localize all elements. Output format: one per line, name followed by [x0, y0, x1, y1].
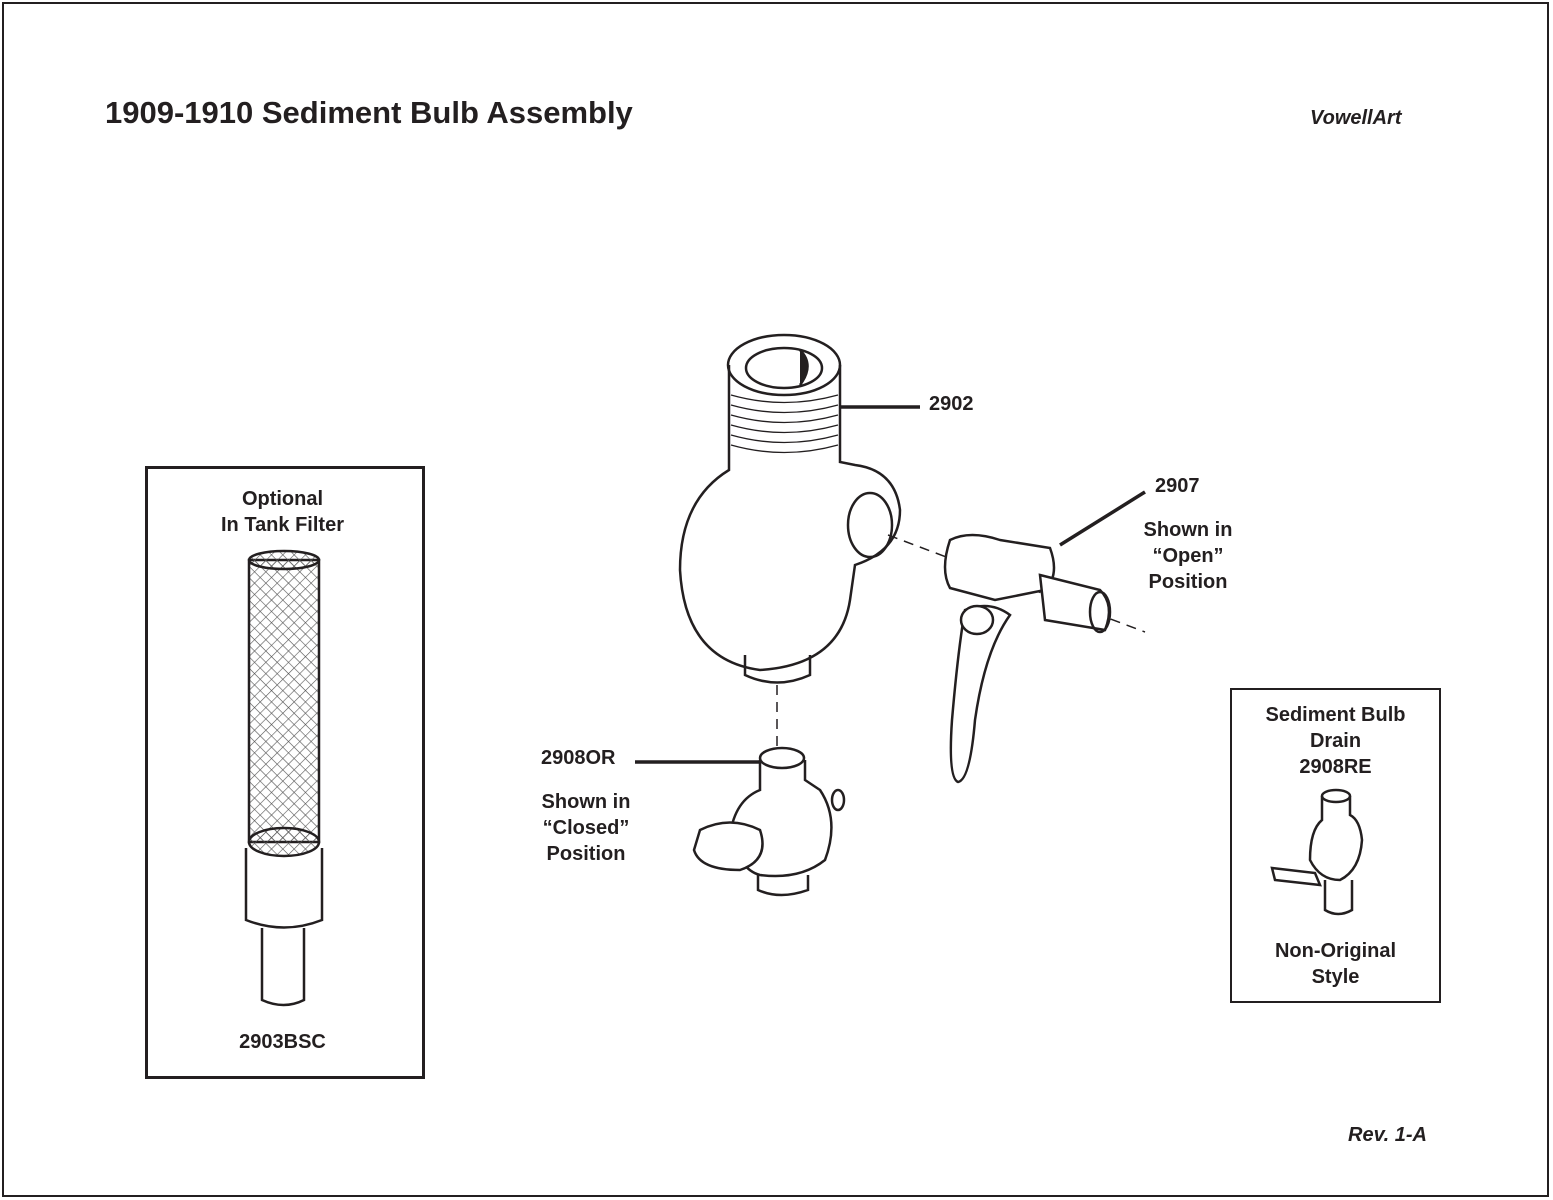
revision-label: Rev. 1-A [1348, 1124, 1427, 1146]
filter-part-number: 2903BSC [239, 1031, 326, 1053]
petcock-note-line-1: Shown in [1143, 519, 1233, 541]
drain-note-line-1: Shown in [541, 791, 631, 813]
alt-drain-note: Non-Original Style [1232, 938, 1439, 990]
petcock-part-number: 2907 [1155, 475, 1200, 497]
alt-drain-heading-line-2: Drain [1309, 730, 1362, 752]
alt-drain-note-line-2: Style [1311, 966, 1360, 988]
petcock-note: Shown in “Open” Position [1120, 517, 1256, 595]
alt-drain-note-line-1: Non-Original [1274, 940, 1397, 962]
filter-heading-line-2: In Tank Filter [221, 514, 344, 536]
drain-valve-closed-illustration [635, 746, 846, 897]
drain-note: Shown in “Closed” Position [518, 789, 654, 867]
petcock-illustration [943, 490, 1146, 784]
drain-part-number: 2908OR [541, 747, 616, 769]
bulb-part-number: 2902 [929, 393, 974, 415]
petcock-note-line-3: Position [1148, 571, 1228, 593]
filter-heading: Optional In Tank Filter [195, 486, 370, 538]
drain-note-line-2: “Closed” [542, 817, 630, 839]
alt-drain-part-number: 2908RE [1299, 756, 1372, 778]
in-tank-filter-illustration [244, 549, 324, 1007]
sediment-bulb-illustration [678, 333, 1146, 748]
alt-drain-callout-box [1230, 688, 1441, 1003]
alt-drain-valve-illustration [1270, 788, 1364, 916]
filter-heading-line-1: Optional [241, 488, 324, 510]
filter-callout-box [145, 466, 425, 1079]
alt-drain-heading: Sediment Bulb Drain 2908RE [1232, 702, 1439, 780]
brand-label: VowellArt [1310, 107, 1402, 129]
diagram-title: 1909-1910 Sediment Bulb Assembly [105, 95, 633, 130]
petcock-note-line-2: “Open” [1152, 545, 1224, 567]
drain-note-line-3: Position [546, 843, 626, 865]
alt-drain-heading-line-1: Sediment Bulb [1265, 704, 1406, 726]
